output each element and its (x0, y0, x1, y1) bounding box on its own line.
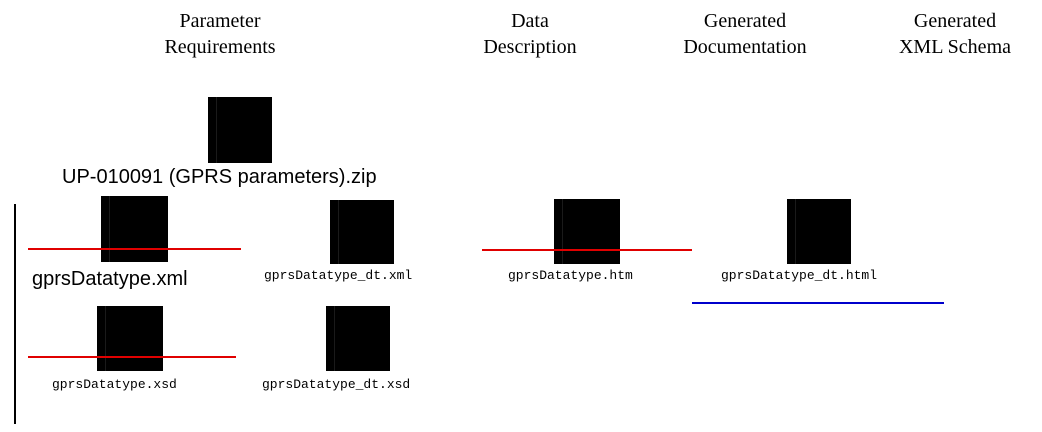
column-header-line: Requirements (164, 36, 276, 58)
dt-xsd-file-label[interactable]: gprsDatatype_dt.xsd (262, 377, 411, 392)
strikethrough-line (28, 356, 236, 358)
xsd-file-icon[interactable] (97, 306, 163, 371)
htm-file-label[interactable]: gprsDatatype.htm (508, 268, 633, 283)
xsd-file-icon[interactable] (326, 306, 390, 371)
column-header-line: Data (511, 10, 549, 32)
strikethrough-line (28, 248, 241, 250)
column-header-data-description: Data Description (470, 8, 590, 60)
dt-html-file-label[interactable]: gprsDatatype_dt.html (721, 268, 878, 283)
html-file-icon[interactable] (787, 199, 851, 264)
html-file-icon[interactable] (554, 199, 620, 264)
xml-file-icon[interactable] (101, 196, 168, 262)
column-header-line: Generated (703, 10, 787, 32)
column-header-line: Documentation (683, 36, 807, 58)
dt-xml-file-label[interactable]: gprsDatatype_dt.xml (264, 268, 413, 283)
strikethrough-line (482, 249, 692, 251)
underline-line (692, 302, 944, 304)
column-header-generated-documentation: Generated Documentation (660, 8, 830, 60)
xml-file-label[interactable]: gprsDatatype.xml (32, 268, 188, 290)
column-header-line: XML Schema (898, 36, 1011, 58)
column-header-line: Generated (913, 10, 997, 32)
column-header-line: Parameter (179, 10, 261, 32)
xml-file-icon[interactable] (330, 200, 394, 264)
xsd-file-label[interactable]: gprsDatatype.xsd (52, 377, 177, 392)
column-header-line: Description (483, 36, 577, 58)
column-header-generated-xml-schema: Generated XML Schema (880, 8, 1030, 60)
column-header-parameter-requirements: Parameter Requirements (140, 8, 300, 60)
zip-file-label[interactable]: UP-010091 (GPRS parameters).zip (62, 166, 377, 188)
left-border-line (14, 204, 16, 424)
zip-file-icon[interactable] (208, 97, 272, 163)
